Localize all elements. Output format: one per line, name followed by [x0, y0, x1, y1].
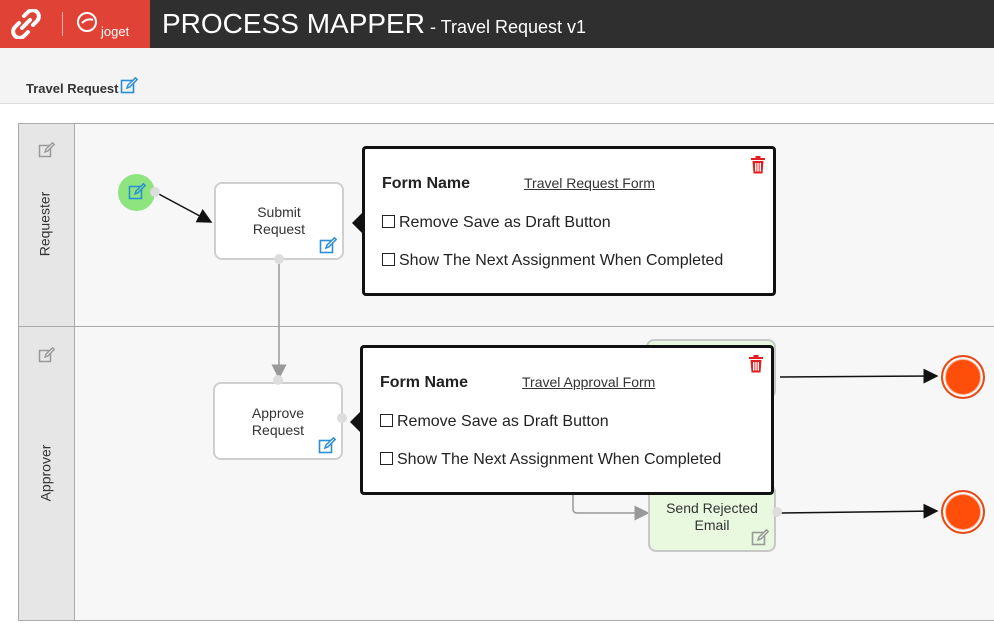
checkbox-show-next[interactable]	[382, 253, 395, 266]
checkbox-label: Remove Save as Draft Button	[399, 214, 611, 231]
checkbox-remove-draft[interactable]	[380, 414, 393, 427]
option-show-next[interactable]: Show The Next Assignment When Completed	[380, 451, 721, 469]
lane-header-approver: Approver	[18, 327, 75, 620]
activity-submit-request[interactable]: Submit Request	[214, 182, 344, 260]
page-title: PROCESS MAPPER - Travel Request v1	[162, 8, 586, 40]
trash-icon[interactable]	[748, 355, 764, 373]
option-remove-draft[interactable]: Remove Save as Draft Button	[382, 214, 611, 232]
transition-rejected-to-end[interactable]	[779, 503, 939, 519]
form-name-label: Form Name	[380, 374, 469, 391]
form-name-label: Form Name	[382, 175, 471, 192]
link-logo-icon[interactable]	[10, 9, 42, 39]
start-node[interactable]	[118, 174, 155, 211]
process-version-title: - Travel Request v1	[424, 17, 587, 37]
activity-approve-request[interactable]: Approve Request	[213, 382, 343, 460]
form-link-travel-request[interactable]: Travel Request Form	[524, 175, 655, 191]
process-name: Travel Request	[26, 81, 119, 96]
checkbox-show-next[interactable]	[380, 452, 393, 465]
lane-header-requester: Requester	[18, 124, 75, 326]
connection-handle[interactable]	[274, 254, 284, 264]
form-mapping-popup-submit: Form Name Travel Request Form Remove Sav…	[352, 146, 776, 296]
edit-icon[interactable]	[751, 529, 769, 546]
activity-label: Send Rejected Email	[666, 500, 758, 533]
checkbox-label: Show The Next Assignment When Completed	[397, 451, 722, 468]
connection-handle[interactable]	[772, 507, 782, 517]
joget-logo-text: joget	[101, 24, 130, 39]
joget-logo-icon	[77, 12, 97, 32]
activity-label: Approve Request	[251, 405, 305, 438]
edit-icon[interactable]	[318, 437, 336, 454]
edit-icon[interactable]	[38, 347, 56, 363]
edit-icon[interactable]	[38, 142, 56, 158]
trash-icon[interactable]	[750, 156, 766, 174]
end-node-rejected[interactable]	[941, 490, 985, 534]
edit-icon[interactable]	[319, 237, 337, 254]
transition-to-send-rejected[interactable]	[572, 492, 650, 521]
form-name-row: Form Name Travel Request Form	[382, 175, 655, 193]
checkbox-label: Remove Save as Draft Button	[397, 413, 609, 430]
form-link-travel-approval[interactable]: Travel Approval Form	[522, 374, 656, 390]
app-header: joget PROCESS MAPPER - Travel Request v1	[0, 0, 994, 48]
connection-handle[interactable]	[150, 187, 160, 197]
connection-handle[interactable]	[273, 375, 283, 385]
edit-icon[interactable]	[120, 77, 138, 94]
checkbox-label: Show The Next Assignment When Completed	[399, 252, 724, 269]
form-name-row: Form Name Travel Approval Form	[380, 374, 655, 392]
app-title-text: PROCESS MAPPER	[162, 8, 425, 39]
transition-start-to-submit[interactable]	[154, 191, 213, 223]
brand-logo-area: joget	[0, 0, 150, 48]
option-remove-draft[interactable]: Remove Save as Draft Button	[380, 413, 609, 431]
checkbox-remove-draft[interactable]	[382, 215, 395, 228]
transition-to-end-approved[interactable]	[779, 368, 939, 384]
connection-handle[interactable]	[337, 413, 347, 423]
activity-label: Submit Request	[252, 204, 306, 237]
option-show-next[interactable]: Show The Next Assignment When Completed	[382, 252, 723, 270]
form-mapping-popup-approve: Form Name Travel Approval Form Remove Sa…	[350, 345, 774, 495]
process-toolbar: Travel Request	[0, 48, 994, 104]
end-node-approved[interactable]	[941, 355, 985, 399]
logo-divider	[62, 12, 63, 36]
edit-icon[interactable]	[128, 183, 146, 200]
